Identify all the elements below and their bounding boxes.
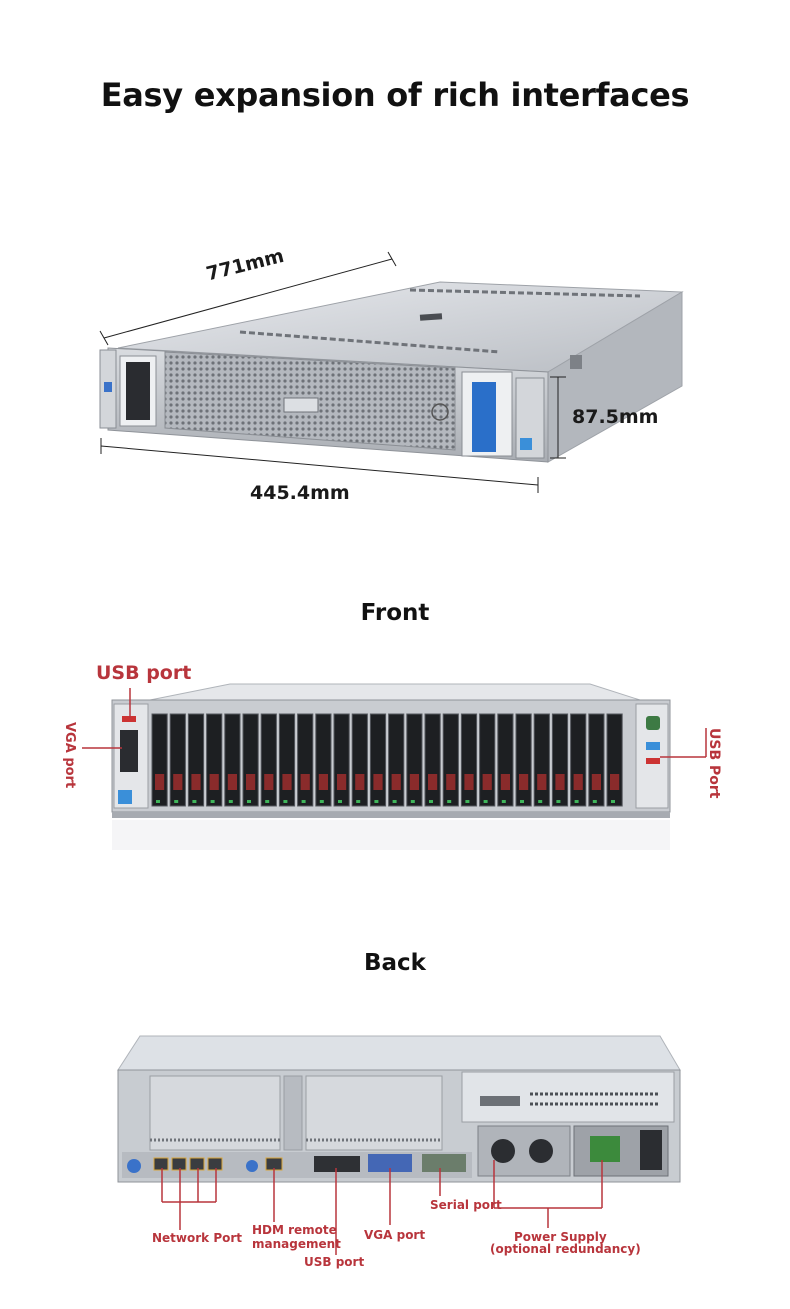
power-supply-label-line1: Power Supply [514, 1230, 607, 1244]
drive-latch [428, 774, 438, 790]
drive-latch [391, 774, 401, 790]
height-dimension-label: 87.5mm [572, 406, 659, 428]
drive-led [483, 800, 488, 803]
drive-latch [173, 774, 183, 790]
drive-led [283, 800, 288, 803]
drive-latch [591, 774, 601, 790]
drive-led [392, 800, 397, 803]
drive-latch [282, 774, 292, 790]
front-usb-port-label: USB port [96, 662, 192, 684]
drive-led [556, 800, 561, 803]
drive-led [247, 800, 251, 803]
drive-latch [355, 774, 365, 790]
drive-led [592, 800, 597, 803]
drive-led [210, 800, 215, 803]
back-usb-port-label: USB port [304, 1255, 365, 1269]
drive-latch [610, 774, 620, 790]
back-section-title: Back [364, 950, 426, 976]
server-isometric-image [99, 251, 684, 493]
drive-latch [337, 774, 347, 790]
drive-latch [191, 774, 201, 790]
hdm-remote-management-label-line2: management [252, 1237, 341, 1251]
drive-led [319, 800, 324, 803]
back-vga-port-label: VGA port [364, 1228, 426, 1242]
drive-led [447, 800, 452, 803]
drive-led [410, 800, 415, 803]
drive-latch [464, 774, 474, 790]
power-supply-label-line2: (optional redundancy) [490, 1242, 641, 1256]
drive-led [228, 800, 233, 803]
drive-latch [373, 774, 383, 790]
drive-led [538, 800, 543, 803]
front-right-usb-port-label: USB Port [706, 728, 722, 799]
drive-led [374, 800, 379, 803]
drive-latch [155, 774, 165, 790]
drive-led [192, 800, 197, 803]
drive-led [265, 800, 270, 803]
drive-led [429, 800, 433, 803]
drive-latch [519, 774, 529, 790]
drive-latch [446, 774, 456, 790]
drive-led [520, 800, 524, 803]
drive-latch [227, 774, 237, 790]
drive-led [174, 800, 179, 803]
front-section-title: Front [360, 600, 430, 626]
drive-led [301, 800, 306, 803]
server-front-image [82, 683, 707, 850]
drive-latch [500, 774, 510, 790]
drive-latch [209, 774, 219, 790]
drive-led [501, 800, 506, 803]
drive-latch [537, 774, 547, 790]
page-title: Easy expansion of rich interfaces [100, 76, 690, 114]
drive-led [465, 800, 470, 803]
drive-led [611, 800, 615, 803]
drive-led [338, 800, 342, 803]
drive-led [156, 800, 160, 803]
drive-latch [300, 774, 310, 790]
serial-port-label: Serial port [430, 1198, 502, 1212]
network-port-label: Network Port [152, 1231, 243, 1245]
width-dimension-label: 445.4mm [250, 482, 350, 504]
drive-latch [409, 774, 419, 790]
hdm-remote-management-label-line1: HDM remote [252, 1223, 337, 1237]
drive-latch [246, 774, 256, 790]
drive-latch [555, 774, 565, 790]
drive-led [574, 800, 579, 803]
drive-led [356, 800, 361, 803]
drive-latch [318, 774, 328, 790]
drive-latch [482, 774, 492, 790]
front-vga-port-label: VGA port [62, 722, 77, 789]
drive-latch [573, 774, 583, 790]
drive-latch [264, 774, 274, 790]
